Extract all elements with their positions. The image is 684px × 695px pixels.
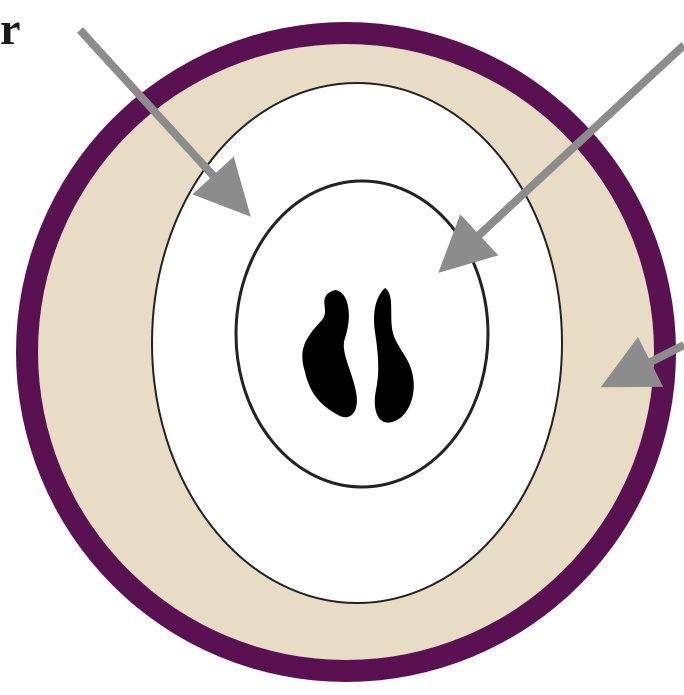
inner-oval	[236, 181, 488, 487]
